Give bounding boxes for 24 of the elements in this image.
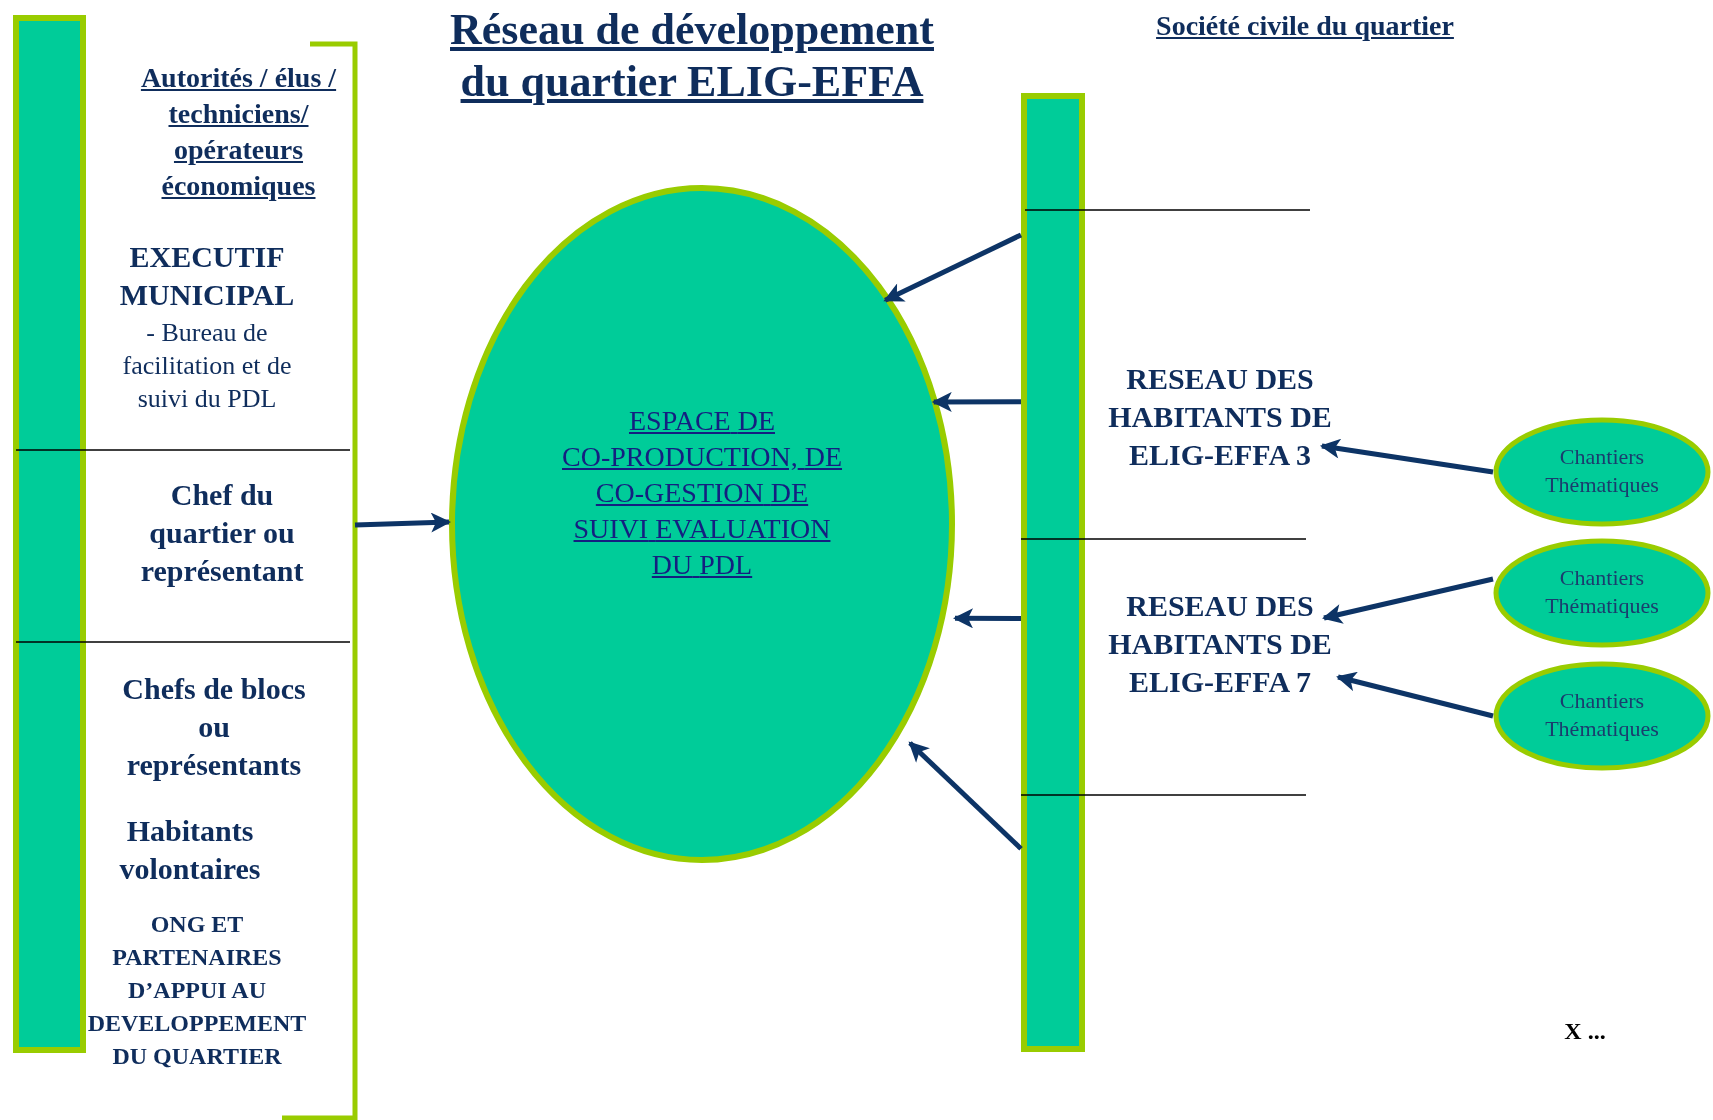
section-title: Habitants volontaires [118,813,262,887]
note-text: X ... [1563,1018,1607,1045]
oval-text: Chantiers Thématiques [1544,443,1660,499]
panel-heading: Autorités / élus / techniciens/ opérateurs économiques [139,61,338,203]
network-title: RESEAU DES HABITANTS DE ELIG-EFFA 7 [1107,588,1333,700]
arrow [908,741,1023,851]
arrow [1322,576,1494,624]
panel-heading: Société civile du quartier [1155,9,1455,43]
oval-text: Chantiers Thématiques [1544,564,1660,620]
arrow [953,608,1021,629]
diagram-title: Réseau de développement du quartier ELIG-EFFA [449,4,935,108]
arrow [1319,438,1494,475]
oval-text: Chantiers Thématiques [1544,687,1660,743]
section-title: Chefs de blocs ou représentants [121,671,307,783]
network-title: RESEAU DES HABITANTS DE ELIG-EFFA 3 [1107,361,1333,473]
arrow [1336,671,1494,719]
ellipse-text: ESPACE DE CO-PRODUCTION, DE CO-GESTION DE SUIVI EVALUATION DU PDL [562,404,842,582]
section-text: - Bureau de facilitation et de suivi du PDL [121,317,293,415]
arrow [354,512,451,533]
section-title: EXECUTIF MUNICIPAL [118,239,296,313]
section-text: ONG ET PARTENAIRES D’APPUI AU DEVELOPPEMENT DU QUARTIER [86,910,308,1071]
section-title: Chef du quartier ou représentant [139,477,305,589]
arrow [883,232,1023,303]
arrow [931,391,1021,412]
